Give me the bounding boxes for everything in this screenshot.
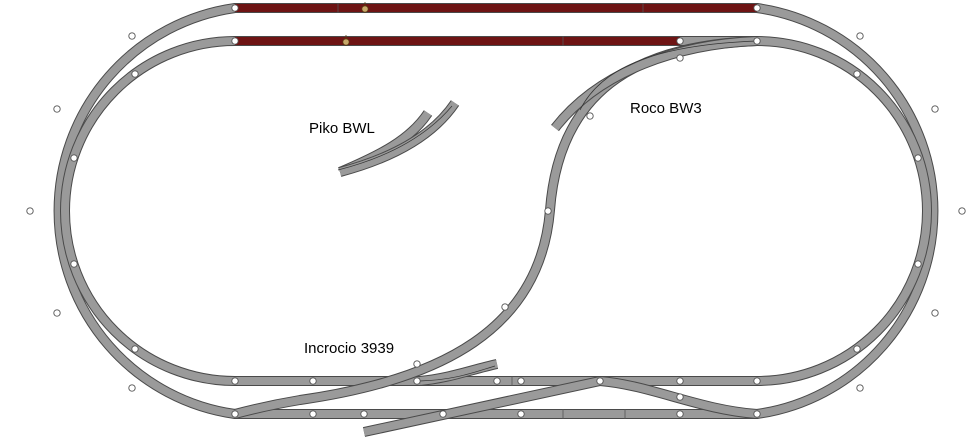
- track-joints: [26, 4, 966, 418]
- outer-loop-track: [53, 3, 939, 419]
- bumper-outer-siding: [361, 2, 369, 13]
- outer-siding-track: [235, 3, 757, 13]
- label-incrocio-3939: Incrocio 3939: [304, 340, 394, 357]
- bumper-inner-siding: [342, 35, 350, 46]
- piko-bwl-turnout: [337, 100, 460, 177]
- incrocio-crossing-track: [362, 359, 758, 437]
- roco-bw3-turnout: [551, 36, 758, 132]
- label-roco-bw3: Roco BW3: [630, 100, 702, 117]
- s-curve-track: [233, 36, 758, 419]
- label-piko-bwl: Piko BWL: [309, 120, 375, 137]
- inner-siding-track: [235, 36, 680, 46]
